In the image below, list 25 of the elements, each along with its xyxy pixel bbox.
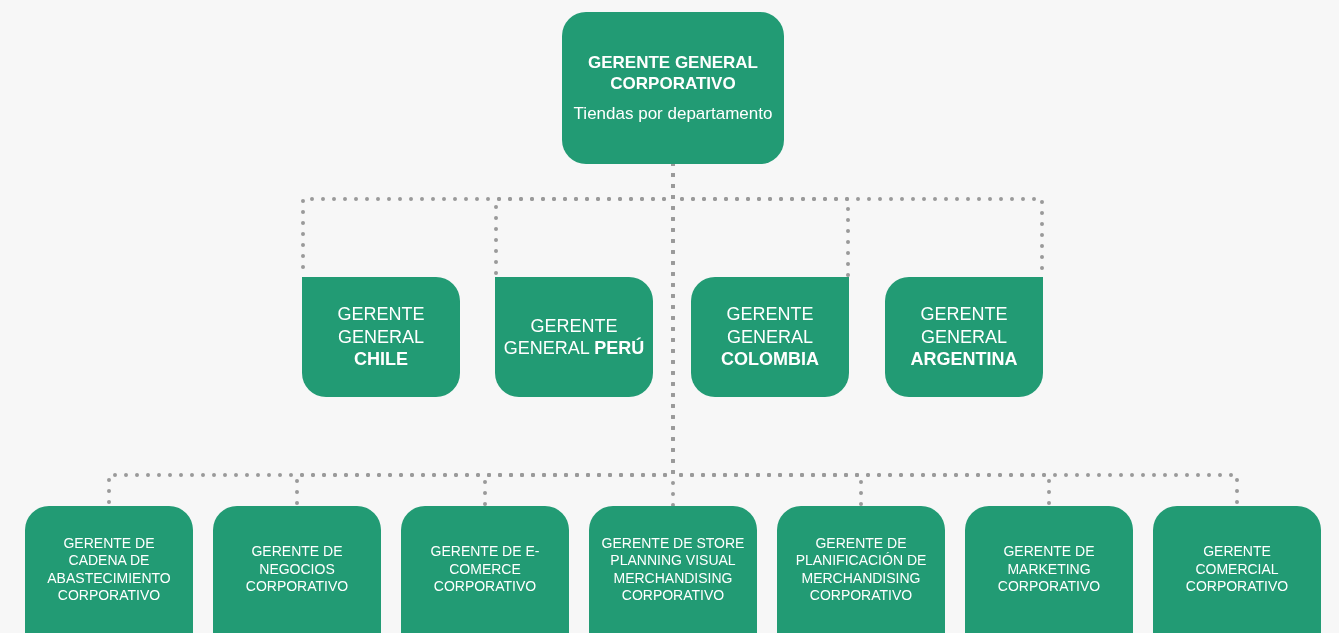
org-box <box>25 506 193 633</box>
box-text: GERENTE GENERAL ARGENTINA <box>909 303 1019 371</box>
box-text: Tiendas por departamento <box>573 102 773 124</box>
box-text: GERENTE DE E-COMERCE CORPORATIVO <box>429 543 541 596</box>
org-box <box>965 506 1133 633</box>
org-box <box>495 277 653 397</box>
box-text: GERENTE GENERAL COLOMBIA <box>720 303 820 371</box>
org-box <box>589 506 757 633</box>
box-text: GERENTE DE MARKETING CORPORATIVO <box>996 543 1102 596</box>
box-text: GERENTE GENERAL CHILE <box>336 303 426 371</box>
box-text: GERENTE COMERCIAL CORPORATIVO <box>1184 543 1290 596</box>
box-text: GERENTE GENERAL PERÚ <box>503 314 645 360</box>
org-box <box>885 277 1043 397</box>
org-box <box>401 506 569 633</box>
box-title: GERENTE GENERAL CORPORATIVO <box>587 52 759 95</box>
org-box <box>691 277 849 397</box>
box-text: GERENTE DE PLANIFICACIÓN DE MERCHANDISING CORPORATIVO <box>794 534 928 605</box>
box-text: GERENTE DE STORE PLANNING VISUAL MERCHANDISING CORPORATIVO <box>600 534 746 605</box>
org-box <box>213 506 381 633</box>
org-box <box>777 506 945 633</box>
org-box <box>562 12 784 164</box>
org-box <box>1153 506 1321 633</box>
box-text: GERENTE DE NEGOCIOS CORPORATIVO <box>244 543 350 596</box>
box-text: GERENTE DE CADENA DE ABASTECIMIENTO CORPORATIVO <box>46 534 172 605</box>
org-box <box>302 277 460 397</box>
